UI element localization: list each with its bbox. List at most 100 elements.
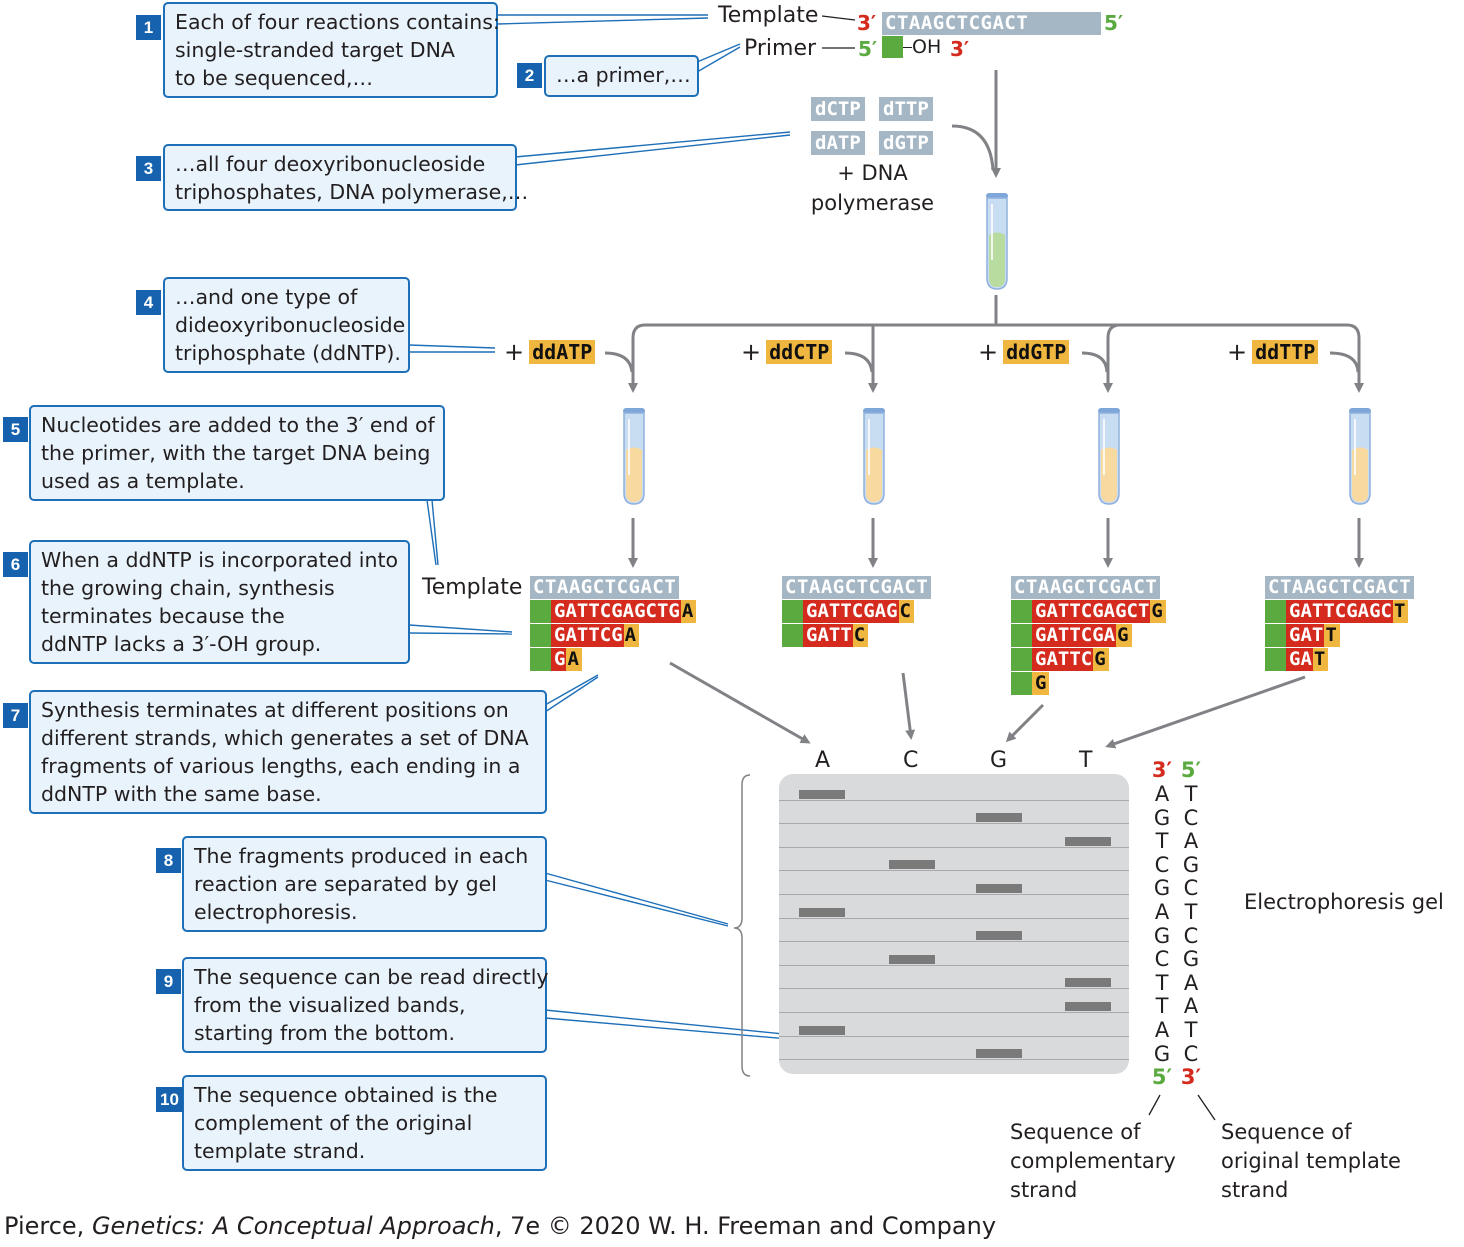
- template-strand-ddttp: CTAAGCTCGACT: [1265, 576, 1415, 599]
- caption-line: strand: [1221, 1178, 1289, 1202]
- callout-line: ddNTP lacks a 3′-OH group.: [41, 632, 322, 656]
- callout-line: The sequence can be read directly: [194, 965, 549, 989]
- terminating-ddntp: G: [1032, 672, 1050, 695]
- gel-band-t: [1065, 836, 1111, 846]
- terminating-ddntp: T: [1392, 600, 1409, 623]
- template-strand-ddgtp: CTAAGCTCGACT: [1011, 576, 1161, 599]
- gel-band-a: [799, 1025, 845, 1035]
- template-5prime: 5′: [1104, 11, 1124, 35]
- reaction-tube-ddttp-icon: [1345, 405, 1375, 514]
- ddttp-label: ddTTP: [1252, 340, 1319, 364]
- primer-block: [782, 624, 803, 647]
- step-10-badge: 10: [156, 1087, 183, 1112]
- step-6-callout: When a ddNTP is incorporated into the gr…: [29, 540, 410, 664]
- primer-label: Primer: [744, 36, 817, 61]
- terminating-ddntp: G: [1116, 624, 1132, 647]
- primer-oh: OH: [912, 36, 942, 58]
- gel-row-line: [779, 941, 1129, 943]
- fragment: G: [1011, 672, 1050, 695]
- primer-block: [1265, 624, 1286, 647]
- dctp-label: dCTP: [811, 97, 865, 121]
- reaction-tube-ddatp-icon: [619, 405, 649, 514]
- complementary-base: C: [1154, 852, 1170, 877]
- template-strand-ddatp: CTAAGCTCGACT: [530, 576, 680, 599]
- step-2-badge: 2: [517, 63, 542, 88]
- original-base: C: [1183, 805, 1199, 830]
- primer-block: [782, 600, 803, 623]
- polymerase-line: polymerase: [810, 191, 935, 215]
- dgtp-label: dGTP: [879, 131, 933, 155]
- complementary-base: G: [1153, 876, 1171, 901]
- callout-line: electrophoresis.: [194, 900, 358, 924]
- complementary-base: T: [1155, 994, 1169, 1019]
- primer-block: [1265, 600, 1286, 623]
- complementary-base: C: [1154, 947, 1170, 972]
- original-caption: Sequence of original template strand: [1221, 1118, 1401, 1205]
- callout-line: single-stranded target DNA: [175, 38, 455, 62]
- callout-leaders: [408, 14, 963, 1055]
- template-label-reactions: Template: [422, 575, 523, 600]
- original-base: A: [1183, 994, 1199, 1019]
- gel-label: Electrophoresis gel: [1244, 890, 1444, 914]
- step-3-badge: 3: [136, 156, 161, 181]
- reaction-tube-ddctp-icon: [859, 405, 889, 514]
- primer-3prime: 3′: [950, 37, 970, 61]
- top-template-strand: CTAAGCTCGACT: [882, 12, 1101, 35]
- step-4-badge: 4: [136, 290, 161, 315]
- template-strand-ddctp: CTAAGCTCGACT: [782, 576, 932, 599]
- callout-line: the primer, with the target DNA being: [41, 441, 431, 465]
- terminating-ddntp: C: [852, 624, 869, 647]
- original-base: C: [1183, 876, 1199, 901]
- original-end-label: 5′: [1180, 758, 1202, 782]
- callout-line: …all four deoxyribonucleoside: [175, 152, 486, 176]
- complementary-base: A: [1154, 1018, 1170, 1042]
- original-base: C: [1183, 923, 1199, 948]
- terminating-ddntp: A: [680, 600, 697, 623]
- primer-block: [882, 36, 903, 58]
- callout-line: triphosphate (ddNTP).: [175, 341, 401, 365]
- callout-line: template strand.: [194, 1139, 366, 1163]
- gel-band-g: [976, 884, 1022, 893]
- caption-line: Sequence of: [1010, 1120, 1141, 1144]
- plus-sign: +: [741, 338, 762, 366]
- complementary-base: A: [1154, 782, 1170, 806]
- callout-line: …and one type of: [175, 285, 358, 309]
- step-1-callout: Each of four reactions contains: single-…: [163, 2, 500, 98]
- primer-block: [1265, 648, 1286, 671]
- new-strand-sequence: GATTC: [1032, 648, 1094, 671]
- lane-label-a: A: [815, 748, 831, 773]
- new-strand-sequence: GAT: [1286, 624, 1325, 647]
- callout-line: starting from the bottom.: [194, 1021, 456, 1045]
- complementary-base: T: [1155, 829, 1169, 854]
- terminating-ddntp: T: [1312, 648, 1329, 671]
- new-strand-sequence: GATTCGAGC: [1286, 600, 1393, 623]
- step-9-badge: 9: [156, 969, 181, 994]
- terminating-ddntp: T: [1324, 624, 1340, 647]
- callout-line: When a ddNTP is incorporated into: [41, 548, 399, 572]
- callout-line: ddNTP with the same base.: [41, 782, 322, 806]
- gel-row-line: [779, 988, 1129, 990]
- credit-rest: , 7e © 2020 W. H. Freeman and Company: [494, 1212, 997, 1240]
- original-base: T: [1184, 900, 1198, 924]
- complementary-end-label: 5′: [1151, 1065, 1173, 1090]
- new-strand-sequence: GA: [1286, 648, 1313, 671]
- gel-band-t: [1065, 1002, 1111, 1011]
- step-8-badge: 8: [156, 848, 181, 873]
- new-strand-sequence: GATTCG: [551, 624, 624, 647]
- plus-ddttp: + ddTTP: [1227, 340, 1319, 364]
- new-strand-sequence: GATTCGAG: [803, 600, 899, 623]
- plus-ddctp: + ddCTP: [741, 338, 833, 366]
- gel-row-line: [779, 1059, 1129, 1061]
- callout-line: used as a template.: [41, 469, 245, 493]
- gel-band-g: [976, 813, 1022, 823]
- callout-line: from the visualized bands,: [194, 993, 466, 1017]
- plus-ddgtp: + ddGTP: [978, 340, 1070, 364]
- new-strand-sequence: G: [551, 648, 567, 671]
- new-strand-sequence: GATTCGAGCTG: [551, 600, 681, 623]
- gel-band-a: [799, 789, 845, 799]
